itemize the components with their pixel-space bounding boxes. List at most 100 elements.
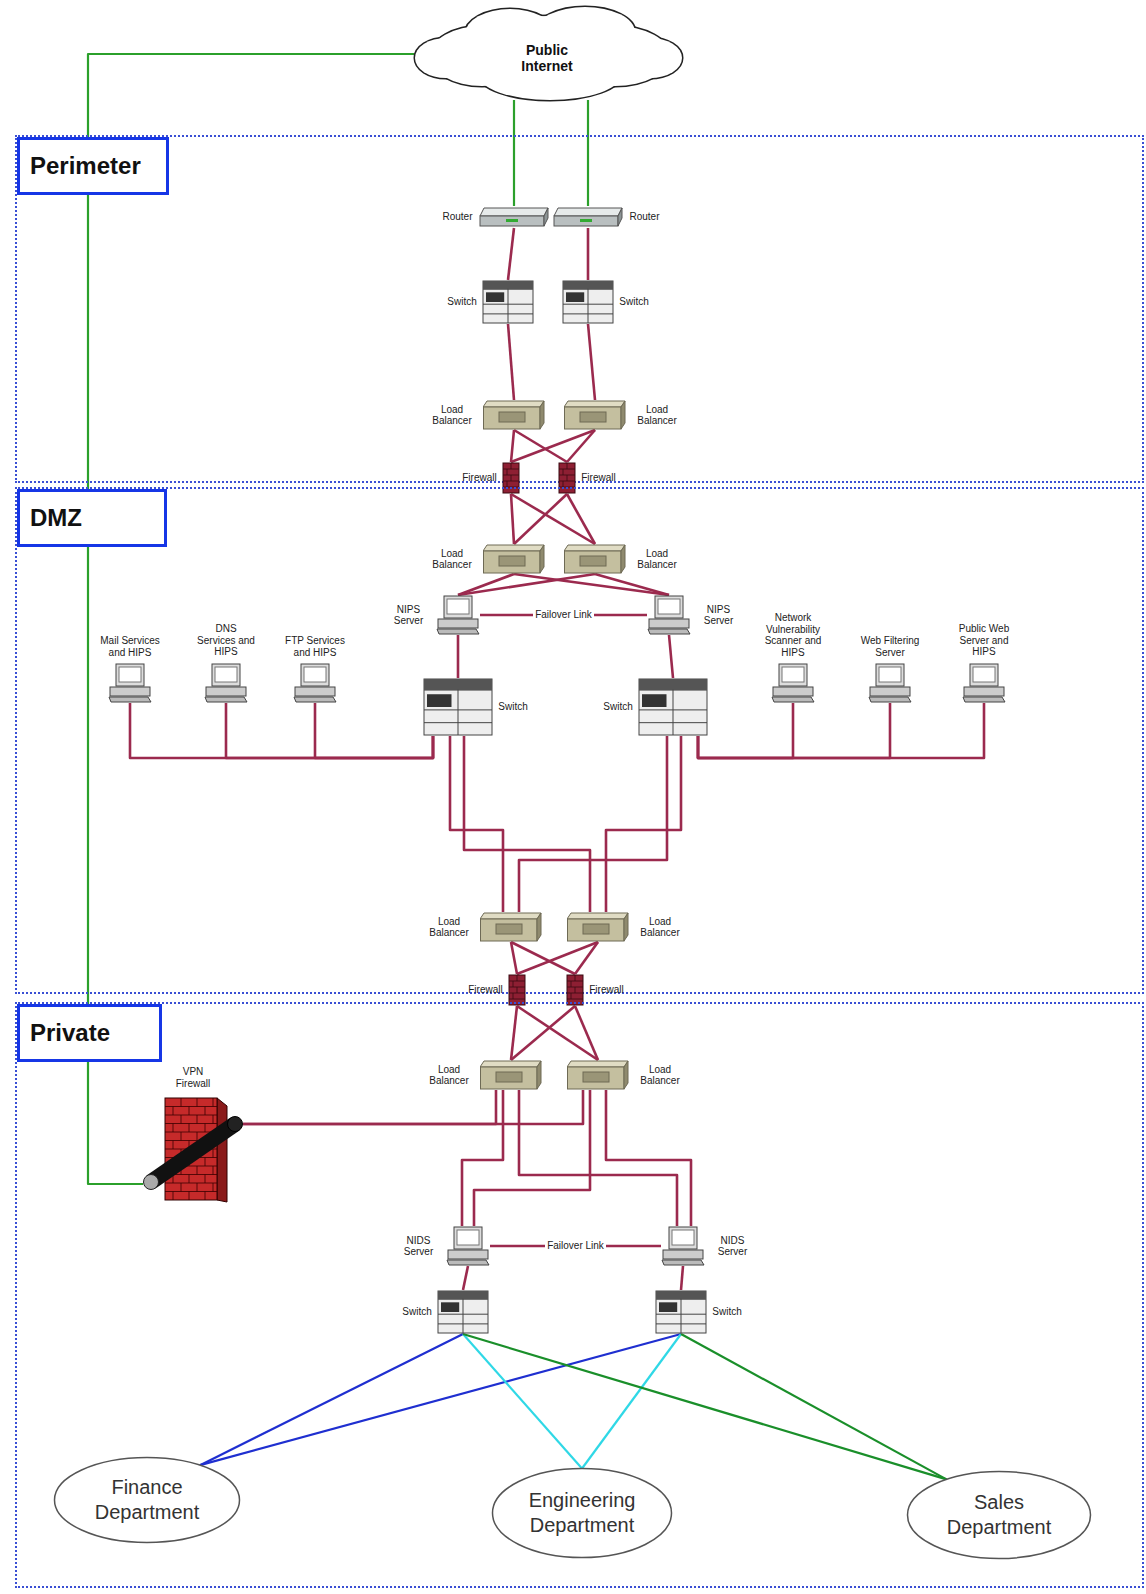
pc-base [649, 619, 689, 628]
pc-screen [215, 667, 237, 682]
router-side [544, 208, 548, 226]
pc-base [663, 1250, 703, 1259]
device-label: Public Web Server and HIPS [948, 623, 1020, 658]
switch-band [483, 281, 533, 290]
lb-front [565, 551, 622, 573]
network-link [243, 1090, 496, 1124]
lb-side [540, 545, 544, 573]
pc-screen [672, 1230, 694, 1245]
device-label: Firewall [581, 472, 616, 484]
network-link [587, 100, 589, 206]
network-link [681, 1266, 683, 1290]
lb-panel [580, 412, 606, 422]
pc-monitor [116, 664, 144, 686]
wall-side [217, 1098, 227, 1202]
network-link [463, 1266, 468, 1290]
brick-line [181, 1098, 182, 1107]
lb-panel [499, 556, 525, 566]
brick-line [517, 987, 518, 993]
network-link [669, 635, 673, 678]
device-label: Load Balancer [423, 1064, 475, 1087]
router-front [480, 216, 544, 226]
brick-line [173, 1124, 174, 1133]
switch-band [563, 281, 613, 290]
brick-line [197, 1132, 198, 1141]
network-link [508, 228, 514, 280]
brick-line [181, 1183, 182, 1192]
server-node: NIDS Server [396, 1226, 490, 1266]
load-balancer-node: Load Balancer [423, 912, 542, 942]
lb-top [480, 913, 541, 919]
lb-top [483, 545, 544, 551]
brick-line [213, 1166, 214, 1175]
brick-line [513, 981, 514, 987]
switch-grid [673, 690, 674, 735]
load-balancer-node: Load Balancer [567, 1060, 686, 1090]
network-link [514, 574, 669, 595]
server-node: FTP Services and HIPS [284, 635, 346, 703]
brick-line [571, 993, 572, 999]
brick-line [511, 475, 512, 481]
router-top [554, 208, 622, 216]
lb-top [483, 401, 544, 407]
brick-line [563, 469, 564, 475]
firewall-node: Firewall [558, 462, 616, 494]
load-balancer-node: Load Balancer [564, 400, 683, 430]
server-node: Network Vulnerability Scanner and HIPS [753, 612, 833, 703]
network-link [511, 430, 595, 462]
network-link [315, 703, 433, 758]
server-node: DNS Services and HIPS [195, 623, 257, 703]
pc-monitor [454, 1227, 482, 1249]
brick-line [571, 981, 572, 987]
network-link [226, 703, 433, 758]
router-node: Router [552, 206, 660, 228]
lb-top [480, 1061, 541, 1067]
device-icon [564, 400, 626, 430]
device-label: Load Balancer [634, 1064, 686, 1087]
device-icon [143, 1094, 243, 1204]
pc-screen [879, 667, 901, 682]
network-link [575, 942, 598, 974]
device-icon [436, 595, 480, 635]
network-link [513, 100, 515, 206]
brick-line [213, 1115, 214, 1124]
server-node: Public Web Server and HIPS [948, 623, 1020, 703]
switch-grid [463, 1299, 464, 1333]
department-outline [55, 1458, 240, 1543]
network-link [511, 1006, 517, 1060]
pc-keyboard [109, 697, 151, 702]
lb-top [564, 545, 625, 551]
device-label: Switch [447, 296, 477, 308]
lb-panel [499, 412, 525, 422]
zone-band: PerimeterRouterRouterSwitchSwitchLoad Ba… [15, 135, 1144, 483]
device-label: VPN Firewall [168, 1066, 218, 1089]
pc-base [870, 687, 910, 696]
device-label: Switch [619, 296, 649, 308]
network-link [681, 1334, 947, 1479]
pc-keyboard [447, 1260, 489, 1265]
device-label: Web Filtering Server [859, 635, 921, 658]
lb-front [484, 407, 541, 429]
router-side [618, 208, 622, 226]
network-link [698, 703, 984, 758]
lb-front [568, 1067, 625, 1089]
device-label: Router [629, 211, 660, 223]
lb-side [621, 401, 625, 429]
switch-grid [508, 289, 509, 323]
department-ellipse: Sales Department [906, 1470, 1092, 1560]
brick-line [181, 1115, 182, 1124]
pipe-end [144, 1175, 159, 1190]
brick-line [205, 1158, 206, 1167]
router-led [506, 219, 518, 222]
device-icon [423, 678, 493, 736]
brick-line [509, 999, 525, 1000]
department-ellipse: Engineering Department [491, 1467, 673, 1559]
switch-band [639, 679, 707, 691]
device-label: NIPS Server [696, 604, 741, 627]
brick-line [575, 987, 576, 993]
network-link [458, 574, 595, 595]
brick-line [173, 1107, 174, 1116]
pc-monitor [444, 596, 472, 618]
switch-port [659, 1302, 677, 1312]
device-icon [962, 663, 1006, 703]
